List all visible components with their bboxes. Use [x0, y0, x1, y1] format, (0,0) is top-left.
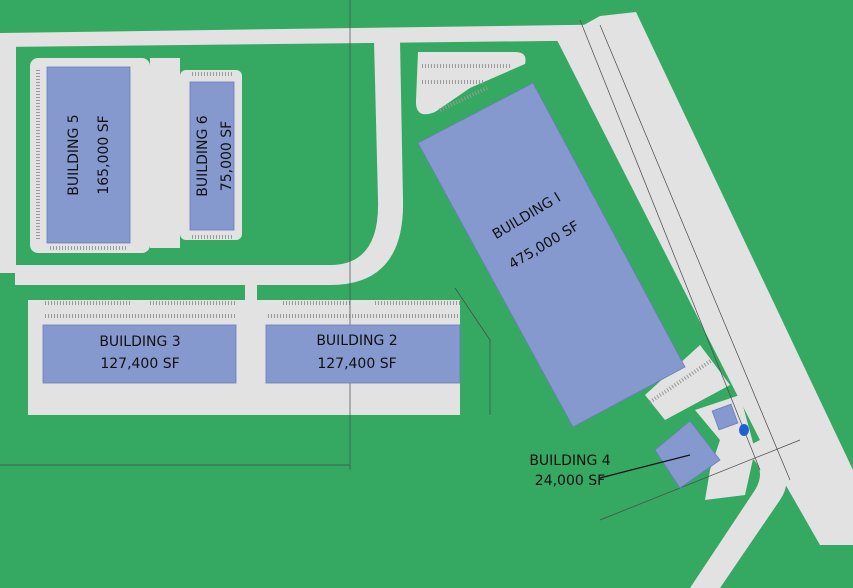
building-3-area: 127,400 SF — [100, 356, 179, 372]
building-4-leader-line — [599, 454, 691, 479]
building-2-area: 127,400 SF — [317, 356, 396, 372]
building-5-label: BUILDING 5 165,000 SF — [66, 114, 112, 195]
internal-road — [15, 40, 404, 285]
building-4-lot — [695, 395, 755, 500]
building-4-label: BUILDING 4 24,000 SF — [529, 453, 691, 489]
building-4[interactable] — [654, 420, 721, 489]
south-access-road — [690, 440, 787, 588]
west-road — [0, 33, 16, 273]
north-road — [0, 24, 640, 47]
building-4-name: BUILDING 4 — [529, 453, 610, 469]
building-3-name: BUILDING 3 — [99, 334, 180, 350]
lot-drive-2 — [245, 285, 257, 415]
building-4-annex — [711, 403, 739, 431]
pavement — [0, 12, 853, 588]
pond — [739, 424, 749, 436]
building-5[interactable] — [46, 66, 131, 244]
building-5-name: BUILDING 5 — [66, 114, 82, 195]
building-6[interactable] — [189, 81, 235, 231]
building-6-name: BUILDING 6 — [195, 115, 211, 196]
building-5-area: 165,000 SF — [96, 115, 112, 194]
parking-stripes — [36, 64, 714, 404]
building-6-label: BUILDING 6 75,000 SF — [195, 115, 235, 196]
building-4-area: 24,000 SF — [535, 473, 605, 489]
building-2-label: BUILDING 2 127,400 SF — [316, 333, 397, 372]
east-highway — [557, 12, 853, 545]
lot-drive — [150, 58, 180, 248]
building-2[interactable] — [265, 324, 461, 384]
building-2-name: BUILDING 2 — [316, 333, 397, 349]
building-3-label: BUILDING 3 127,400 SF — [99, 334, 180, 372]
building-3[interactable] — [42, 324, 237, 384]
building-1-south-parking — [645, 345, 730, 420]
property-lines — [0, 0, 801, 521]
building-6-area: 75,000 SF — [219, 121, 235, 191]
building-1[interactable] — [417, 82, 686, 428]
